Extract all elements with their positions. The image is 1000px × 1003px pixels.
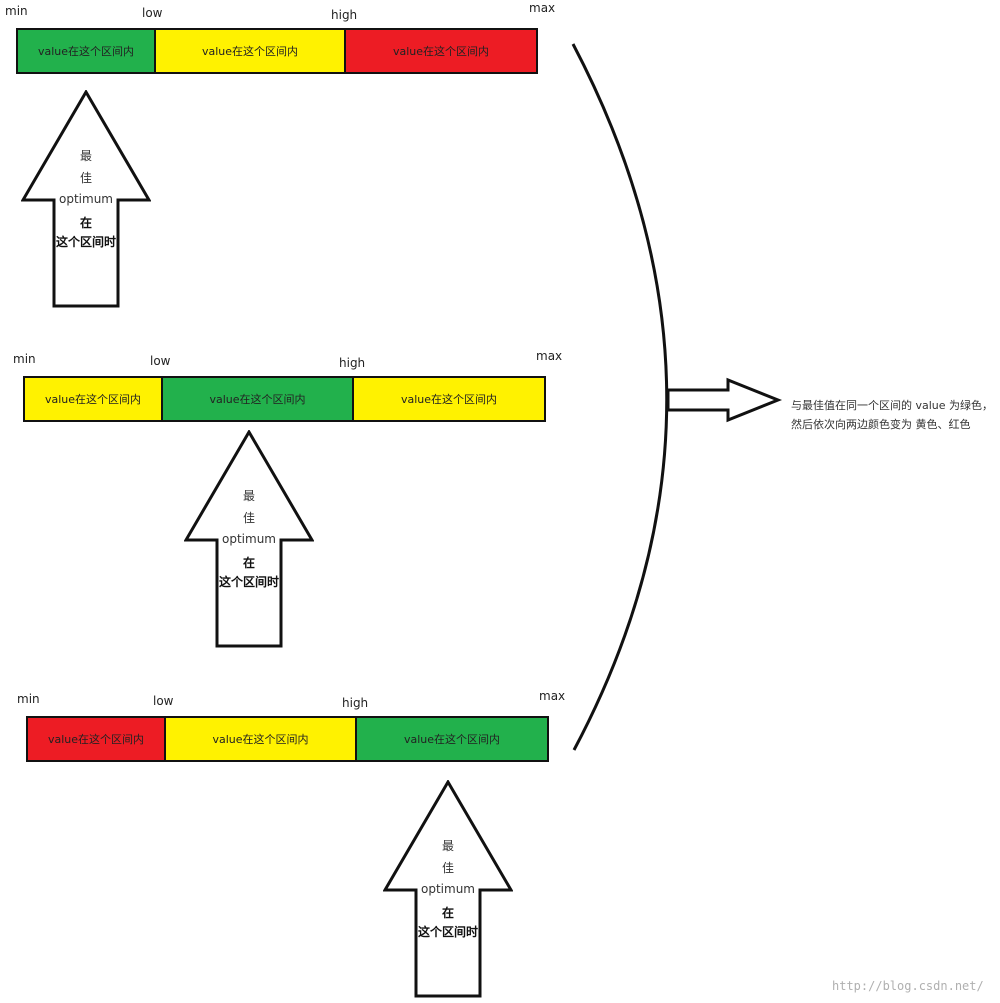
note-line-2: 然后依次向两边颜色变为 黄色、红色 xyxy=(791,418,971,431)
arrow-text-4: 在 xyxy=(79,216,92,230)
arrow-text-3: optimum xyxy=(222,532,276,546)
brace-curve xyxy=(571,43,783,751)
max-label-1: max xyxy=(529,1,556,15)
segment-green: value在这个区间内 xyxy=(161,378,352,420)
low-label-2: low xyxy=(150,354,171,368)
arrow-text-4: 在 xyxy=(441,906,454,920)
arrow-text-1: 最 xyxy=(242,489,255,503)
arrow-text-1: 最 xyxy=(441,839,454,853)
min-label-3: min xyxy=(17,692,40,706)
up-arrow-icon xyxy=(21,90,151,308)
arrow-text-2: 佳 xyxy=(441,861,454,875)
segment-red: value在这个区间内 xyxy=(344,30,536,72)
segment-yellow: value在这个区间内 xyxy=(154,30,344,72)
optimum-arrow-1: 最 佳 optimum 在 这个区间时 xyxy=(21,90,151,310)
range-bar-2: value在这个区间内 value在这个区间内 value在这个区间内 xyxy=(23,376,546,422)
segment-yellow: value在这个区间内 xyxy=(25,378,161,420)
high-label-3: high xyxy=(342,696,369,710)
note-line-1: 与最佳值在同一个区间的 value 为绿色， xyxy=(791,399,994,412)
segment-red: value在这个区间内 xyxy=(28,718,164,760)
optimum-arrow-2: 最 佳 optimum 在 这个区间时 xyxy=(184,430,314,650)
segment-yellow: value在这个区间内 xyxy=(352,378,544,420)
range-bar-1: value在这个区间内 value在这个区间内 value在这个区间内 xyxy=(16,28,538,74)
arrow-text-1: 最 xyxy=(79,149,92,163)
optimum-arrow-3: 最 佳 optimum 在 这个区间时 xyxy=(383,780,513,1000)
min-label-2: min xyxy=(13,352,36,366)
low-label-1: low xyxy=(142,6,163,20)
segment-yellow: value在这个区间内 xyxy=(164,718,355,760)
right-arrow-icon xyxy=(666,377,783,423)
up-arrow-icon xyxy=(383,780,513,998)
range-bar-3: value在这个区间内 value在这个区间内 value在这个区间内 xyxy=(26,716,549,762)
segment-green: value在这个区间内 xyxy=(18,30,154,72)
watermark: http://blog.csdn.net/ xyxy=(832,979,984,993)
low-label-3: low xyxy=(153,694,174,708)
high-label-2: high xyxy=(339,356,366,370)
arrow-text-3: optimum xyxy=(59,192,113,206)
segment-green: value在这个区间内 xyxy=(355,718,547,760)
max-label-2: max xyxy=(536,349,563,363)
note-text: 与最佳值在同一个区间的 value 为绿色， 然后依次向两边颜色变为 黄色、红色 xyxy=(791,396,993,434)
arrow-text-5: 这个区间时 xyxy=(55,235,116,249)
arrow-text-5: 这个区间时 xyxy=(218,575,279,589)
high-label-1: high xyxy=(331,8,358,22)
max-label-3: max xyxy=(539,689,566,703)
up-arrow-icon xyxy=(184,430,314,648)
arrow-text-2: 佳 xyxy=(242,511,255,525)
arrow-text-3: optimum xyxy=(421,882,475,896)
min-label-1: min xyxy=(5,4,28,18)
arrow-text-5: 这个区间时 xyxy=(417,925,478,939)
arrow-text-4: 在 xyxy=(242,556,255,570)
arrow-text-2: 佳 xyxy=(79,171,92,185)
